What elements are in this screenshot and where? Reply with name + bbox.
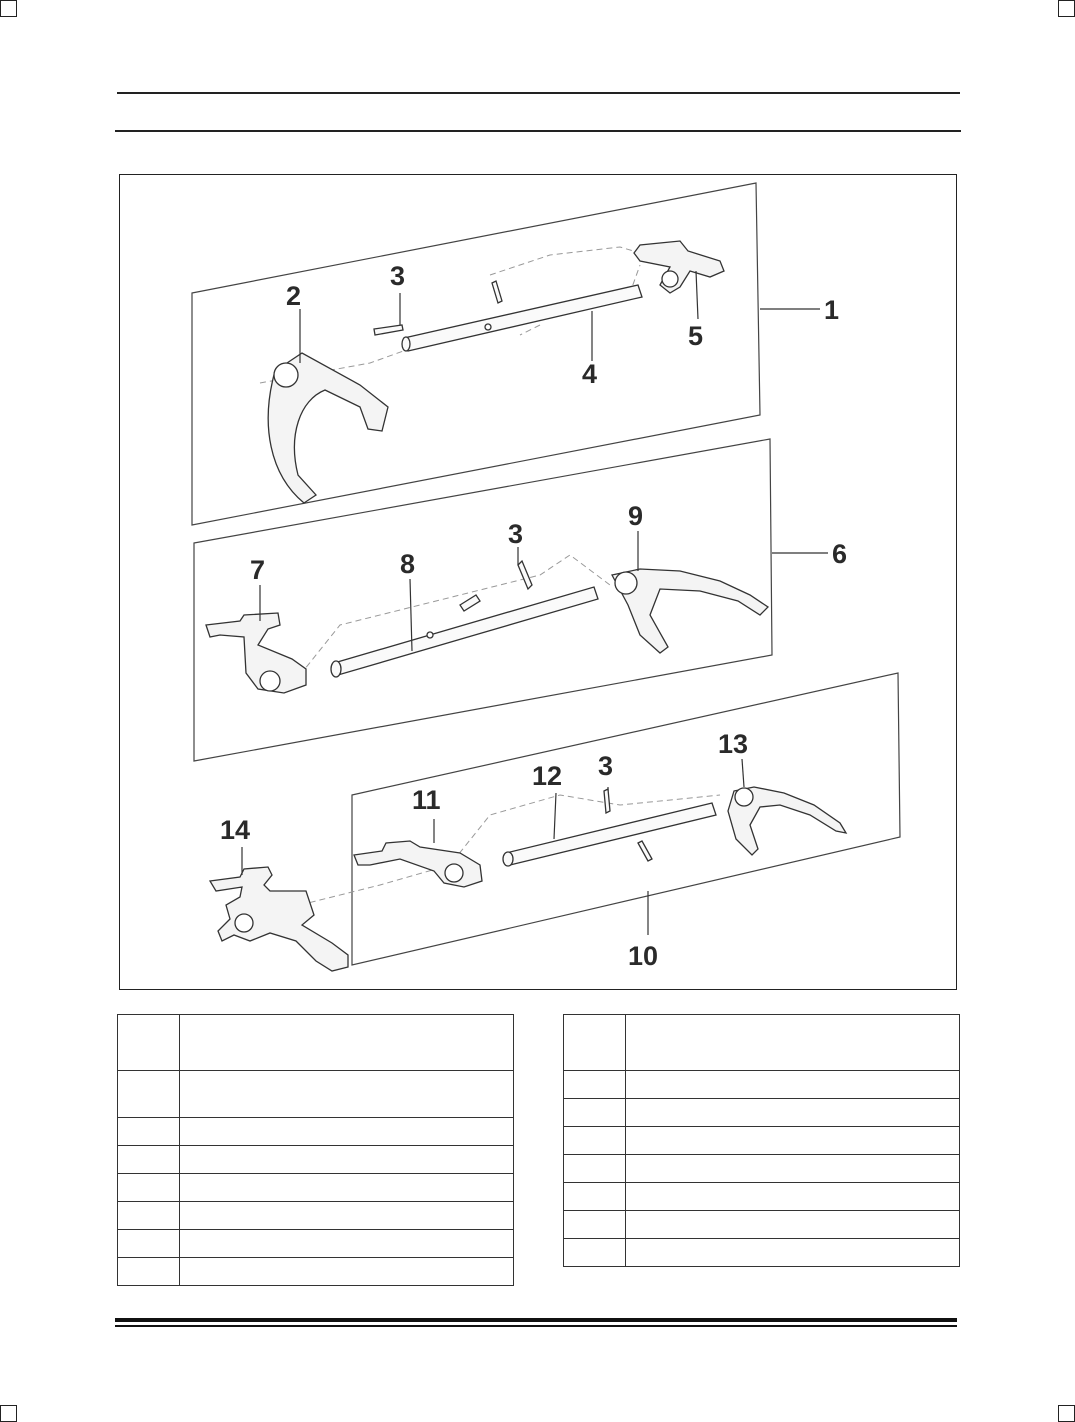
callout-14: 14: [220, 815, 250, 845]
exploded-view-figure: 1 2 3 4 5 6 7 8 3 9 10 11 12 3 13 14: [119, 174, 957, 990]
header-rule-bottom: [115, 130, 961, 132]
table-cell-description: [625, 1070, 960, 1099]
table-cell-number: [117, 1201, 180, 1230]
shift-lever-7: [205, 612, 307, 694]
shift-lever-11: [353, 840, 483, 888]
callout-3-bottom: 3: [598, 751, 613, 781]
table-row: [117, 1173, 514, 1202]
table-cell-description: [625, 1238, 960, 1267]
table-row: [117, 1229, 514, 1258]
table-row: [563, 1238, 960, 1267]
shift-fork-13: [727, 786, 848, 856]
table-cell-description: [179, 1145, 514, 1174]
footer-rule-thin: [115, 1325, 957, 1327]
table-cell-description: [179, 1117, 514, 1146]
shift-fork-2: [267, 352, 389, 504]
shift-fork-9: [611, 568, 770, 654]
table-cell-description: [625, 1098, 960, 1127]
table-row: [563, 1098, 960, 1127]
callout-11: 11: [412, 785, 441, 815]
table-cell-number: [563, 1182, 626, 1211]
exploded-view-drawing: 1 2 3 4 5 6 7 8 3 9 10 11 12 3 13 14: [191, 182, 901, 972]
header-rule-top: [117, 92, 960, 94]
table-cell-number: [117, 1173, 180, 1202]
table-row: [117, 1145, 514, 1174]
callout-3-middle: 3: [508, 519, 523, 549]
table-cell-number: [563, 1070, 626, 1099]
callout-8: 8: [400, 549, 415, 579]
callout-6: 6: [832, 539, 847, 569]
table-cell-number: [563, 1238, 626, 1267]
table-cell-number: [563, 1014, 626, 1071]
table-row: [117, 1257, 514, 1286]
table-cell-number: [563, 1098, 626, 1127]
table-cell-description: [179, 1257, 514, 1286]
table-cell-number: [117, 1014, 180, 1071]
spring-pin-3-top: [373, 280, 503, 336]
spring-pin-3-bottom: [603, 787, 653, 862]
callout-4: 4: [582, 359, 597, 389]
table-row: [563, 1014, 960, 1071]
spring-pin-3-middle: [459, 559, 533, 612]
crop-mark-top-right: [1058, 0, 1075, 17]
table-cell-description: [625, 1182, 960, 1211]
table-cell-description: [179, 1070, 514, 1118]
shift-rod-4: [401, 284, 643, 352]
callout-13: 13: [718, 729, 748, 759]
callout-3-top: 3: [390, 261, 405, 291]
table-row: [563, 1154, 960, 1183]
table-cell-description: [625, 1210, 960, 1239]
table-cell-number: [117, 1145, 180, 1174]
table-cell-description: [625, 1014, 960, 1071]
table-row: [563, 1126, 960, 1155]
table-cell-number: [563, 1126, 626, 1155]
callout-5: 5: [688, 321, 703, 351]
callout-9: 9: [628, 501, 643, 531]
shift-rod-12: [502, 802, 717, 867]
table-cell-description: [179, 1201, 514, 1230]
shift-rod-8: [330, 586, 599, 678]
parts-table-left: [117, 1014, 514, 1286]
parts-table-right: [563, 1014, 960, 1267]
table-cell-description: [179, 1229, 514, 1258]
callout-10: 10: [628, 941, 658, 971]
callout-7: 7: [250, 555, 265, 585]
table-cell-number: [117, 1070, 180, 1118]
table-row: [563, 1182, 960, 1211]
shift-lever-14: [208, 866, 349, 972]
assembly-panel-6: [193, 438, 773, 762]
table-cell-number: [563, 1210, 626, 1239]
crop-mark-bottom-left: [0, 1405, 17, 1422]
table-cell-number: [117, 1229, 180, 1258]
callout-12: 12: [532, 761, 562, 791]
table-row: [117, 1201, 514, 1230]
table-cell-description: [625, 1154, 960, 1183]
table-cell-number: [563, 1154, 626, 1183]
shift-lever-5: [633, 240, 725, 294]
assembly-panel-10: [351, 672, 901, 966]
table-row: [117, 1014, 514, 1071]
crop-mark-top-left: [0, 0, 17, 17]
table-row: [117, 1117, 514, 1146]
table-row: [563, 1070, 960, 1099]
crop-mark-bottom-right: [1058, 1405, 1075, 1422]
table-row: [563, 1210, 960, 1239]
callout-2: 2: [286, 281, 301, 311]
table-cell-description: [179, 1014, 514, 1071]
callout-1: 1: [824, 295, 839, 325]
table-cell-number: [117, 1257, 180, 1286]
table-cell-description: [179, 1173, 514, 1202]
footer-rule-thick: [115, 1318, 957, 1322]
assembly-panel-1: [191, 182, 761, 526]
table-cell-number: [117, 1117, 180, 1146]
table-row: [117, 1070, 514, 1118]
table-cell-description: [625, 1126, 960, 1155]
